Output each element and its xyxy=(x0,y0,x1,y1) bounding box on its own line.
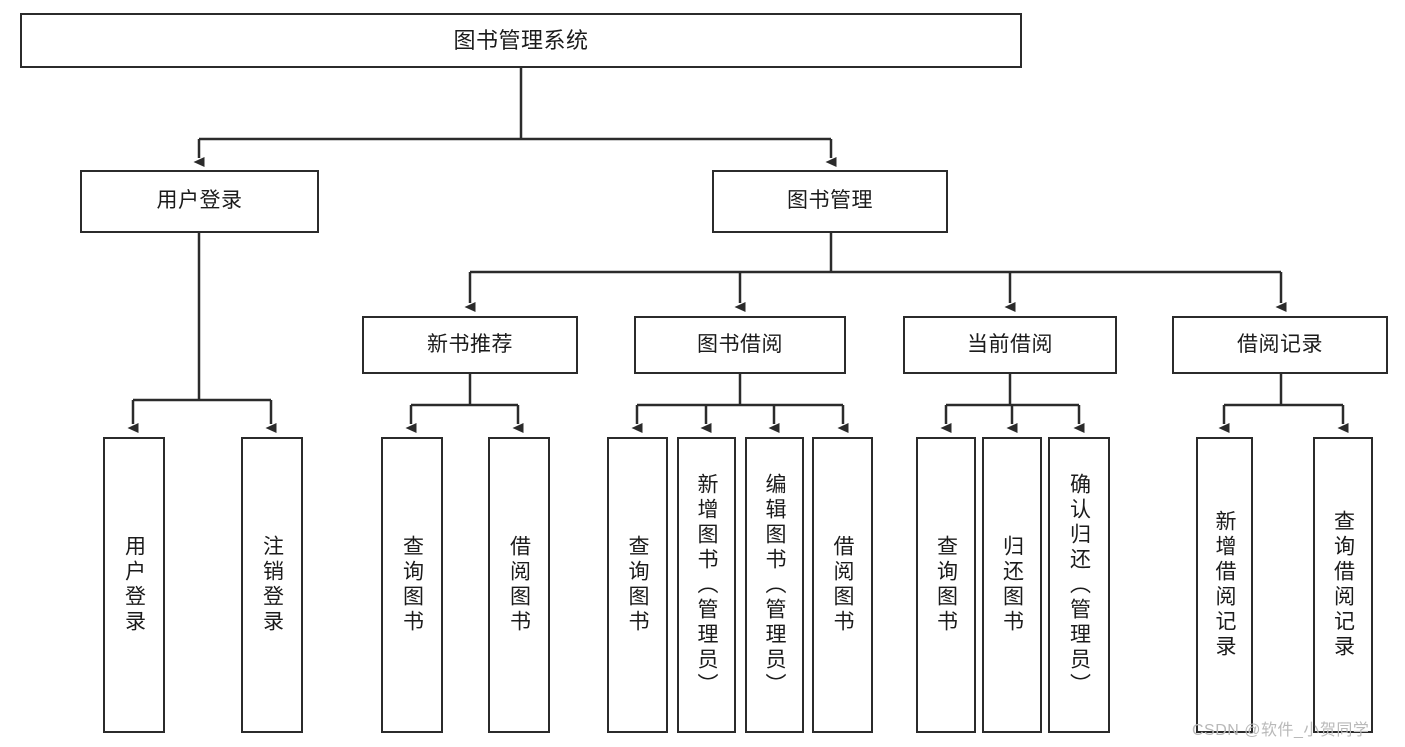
leaf-newbook-borrow-book[interactable]: 借阅图书 xyxy=(488,437,550,733)
leaf-newbook-borrow-book-label: 借阅图书 xyxy=(507,535,531,635)
node-current-borrow[interactable]: 当前借阅 xyxy=(903,316,1117,374)
leaf-borrow-edit-book-label: 编辑图书（管理员） xyxy=(763,472,786,698)
leaf-borrow-add-book[interactable]: 新增图书（管理员） xyxy=(677,437,736,733)
node-user-login-label: 用户登录 xyxy=(156,189,243,213)
leaf-current-return-book[interactable]: 归还图书 xyxy=(982,437,1042,733)
leaf-borrow-borrow-book-label: 借阅图书 xyxy=(831,535,854,635)
leaf-newbook-query-book[interactable]: 查询图书 xyxy=(381,437,443,733)
leaf-record-add-record-label: 新增借阅记录 xyxy=(1213,510,1236,660)
node-borrow-record-label: 借阅记录 xyxy=(1237,332,1323,356)
node-new-book-recommend-label: 新书推荐 xyxy=(427,332,513,356)
leaf-current-confirm-return[interactable]: 确认归还（管理员） xyxy=(1048,437,1110,733)
leaf-newbook-query-book-label: 查询图书 xyxy=(400,535,424,635)
leaf-user-logout-label: 注销登录 xyxy=(260,535,284,635)
leaf-record-add-record[interactable]: 新增借阅记录 xyxy=(1196,437,1253,733)
leaf-user-login-label: 用户登录 xyxy=(122,535,146,635)
leaf-user-logout[interactable]: 注销登录 xyxy=(241,437,303,733)
leaf-borrow-borrow-book[interactable]: 借阅图书 xyxy=(812,437,873,733)
leaf-current-query-book[interactable]: 查询图书 xyxy=(916,437,976,733)
node-user-login[interactable]: 用户登录 xyxy=(80,170,319,233)
leaf-current-query-book-label: 查询图书 xyxy=(934,535,958,635)
leaf-borrow-query-book-label: 查询图书 xyxy=(626,535,649,635)
node-root-label: 图书管理系统 xyxy=(453,27,589,53)
node-current-borrow-label: 当前借阅 xyxy=(967,332,1053,356)
leaf-user-login[interactable]: 用户登录 xyxy=(103,437,165,733)
node-book-borrow-label: 图书借阅 xyxy=(697,332,783,356)
leaf-record-query-record-label: 查询借阅记录 xyxy=(1331,510,1355,660)
leaf-current-return-book-label: 归还图书 xyxy=(1000,535,1024,635)
node-book-borrow[interactable]: 图书借阅 xyxy=(634,316,846,374)
node-book-management-label: 图书管理 xyxy=(787,189,873,213)
node-book-management[interactable]: 图书管理 xyxy=(712,170,948,233)
node-borrow-record[interactable]: 借阅记录 xyxy=(1172,316,1388,374)
node-new-book-recommend[interactable]: 新书推荐 xyxy=(362,316,578,374)
leaf-borrow-query-book[interactable]: 查询图书 xyxy=(607,437,668,733)
leaf-current-confirm-return-label: 确认归还（管理员） xyxy=(1067,472,1091,698)
leaf-borrow-add-book-label: 新增图书（管理员） xyxy=(695,472,718,698)
leaf-borrow-edit-book[interactable]: 编辑图书（管理员） xyxy=(745,437,804,733)
leaf-record-query-record[interactable]: 查询借阅记录 xyxy=(1313,437,1373,733)
node-root[interactable]: 图书管理系统 xyxy=(20,13,1022,68)
